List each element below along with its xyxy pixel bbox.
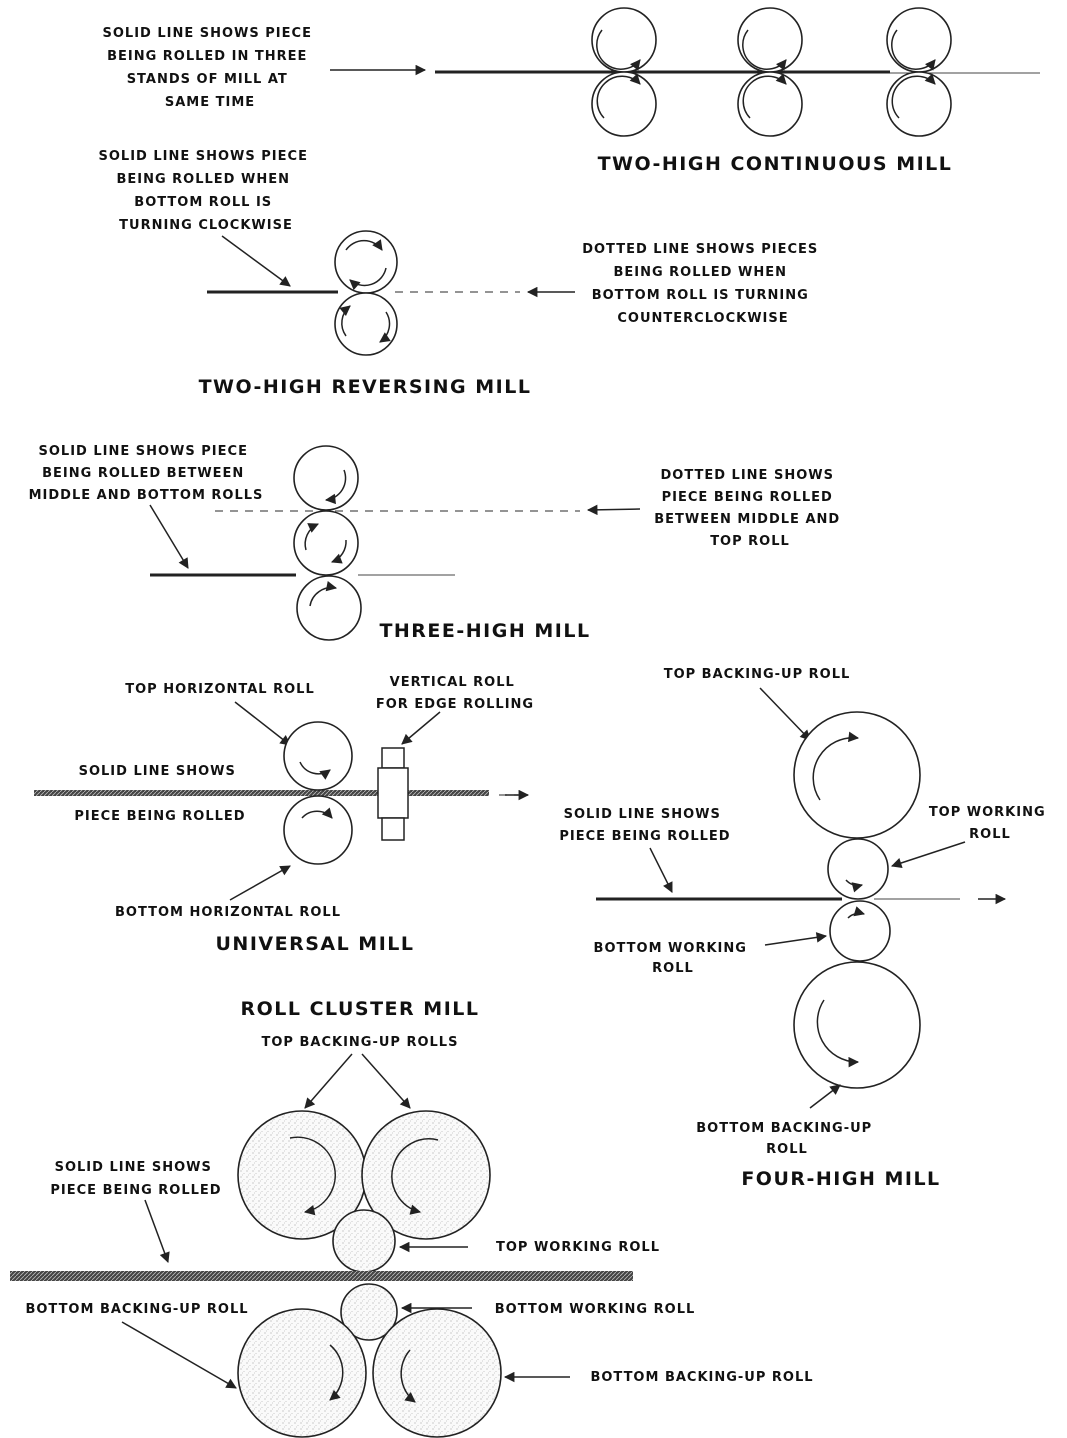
roll-cluster-mill: ROLL CLUSTER MILL TOP BACKING-UP ROLLS S… bbox=[10, 998, 813, 1438]
two-high-reversing-mill: SOLID LINE SHOWS PIECE BEING ROLLED WHEN… bbox=[99, 149, 824, 398]
three-high-mill: SOLID LINE SHOWS PIECE BEING ROLLED BETW… bbox=[29, 444, 845, 642]
top-roll bbox=[886, 7, 952, 73]
rotation-arrow-icon bbox=[345, 239, 383, 251]
reversing-solid-note: SOLID LINE SHOWS PIECE BEING ROLLED WHEN… bbox=[99, 149, 314, 233]
cluster-note: SOLID LINE SHOWS PIECE BEING ROLLED bbox=[50, 1160, 221, 1198]
four-high-top-backing-roll bbox=[793, 711, 921, 839]
rotation-arrow-icon bbox=[379, 311, 391, 343]
rotation-arrow-icon bbox=[845, 879, 864, 893]
reversing-solid-arrow bbox=[221, 235, 291, 287]
rotation-arrow-icon bbox=[596, 29, 641, 71]
bottom-roll bbox=[886, 71, 952, 137]
four-high-mill: TOP BACKING-UP ROLL TOP WORKING ROLL SOL… bbox=[559, 667, 1051, 1190]
cluster-top-backing-arrow-right bbox=[361, 1053, 411, 1109]
three-high-dotted-arrow bbox=[586, 504, 641, 516]
rotation-arrow-icon bbox=[324, 469, 347, 505]
reversing-bottom-roll bbox=[334, 292, 398, 356]
universal-bottom-roll-arrow bbox=[229, 865, 291, 901]
cluster-top-working-label: TOP WORKING ROLL bbox=[496, 1240, 660, 1255]
four-high-top-backing-arrow bbox=[759, 687, 811, 741]
four-high-top-working-label: TOP WORKING ROLL bbox=[929, 805, 1051, 842]
cluster-top-backing-arrow-left bbox=[304, 1053, 353, 1109]
three-high-bottom-roll bbox=[296, 575, 362, 641]
cluster-bottom-backing-roll-right bbox=[372, 1308, 502, 1438]
universal-vertical-roll bbox=[377, 747, 409, 841]
three-high-middle-roll bbox=[293, 510, 359, 576]
cluster-top-backing-label: TOP BACKING-UP ROLLS bbox=[262, 1035, 459, 1050]
cluster-piece bbox=[10, 1271, 633, 1281]
rotation-arrow-icon bbox=[309, 581, 338, 607]
rotation-arrow-icon bbox=[596, 73, 641, 119]
universal-note: SOLID LINE SHOWS PIECE BEING ROLLED bbox=[74, 764, 245, 824]
four-high-bottom-backing-arrow bbox=[809, 1084, 841, 1109]
cluster-bottom-backing-right-label: BOTTOM BACKING-UP ROLL bbox=[590, 1370, 813, 1385]
rotation-arrow-icon bbox=[299, 761, 331, 780]
four-high-bottom-backing-roll bbox=[793, 961, 921, 1089]
cluster-top-backing-roll-right bbox=[361, 1110, 491, 1240]
top-roll bbox=[737, 7, 803, 73]
rotation-arrow-icon bbox=[301, 807, 333, 819]
rotation-arrow-icon bbox=[391, 1138, 439, 1215]
three-high-solid-note: SOLID LINE SHOWS PIECE BEING ROLLED BETW… bbox=[29, 444, 264, 503]
rotation-arrow-icon bbox=[742, 29, 787, 71]
rotation-arrow-icon bbox=[349, 267, 387, 291]
bottom-roll bbox=[737, 71, 803, 137]
universal-bottom-horizontal-roll bbox=[283, 795, 353, 865]
universal-vertical-roll-arrow bbox=[401, 711, 441, 745]
continuous-stand-1 bbox=[591, 7, 657, 137]
universal-top-roll-arrow bbox=[234, 701, 291, 746]
universal-vertical-roll-label: VERTICAL ROLL FOR EDGE ROLLING bbox=[376, 675, 534, 712]
four-high-top-working-arrow bbox=[891, 841, 966, 869]
cluster-note-arrow bbox=[144, 1199, 170, 1263]
rotation-arrow-icon bbox=[847, 906, 866, 919]
rotation-arrow-icon bbox=[400, 1349, 416, 1403]
continuous-title: TWO-HIGH CONTINUOUS MILL bbox=[598, 153, 953, 175]
rotation-arrow-icon bbox=[304, 523, 319, 551]
rotation-arrow-icon bbox=[742, 73, 787, 119]
rotation-arrow-icon bbox=[339, 305, 351, 337]
universal-piece bbox=[34, 790, 489, 796]
three-high-title: THREE-HIGH MILL bbox=[379, 620, 590, 642]
bottom-roll bbox=[591, 71, 657, 137]
reversing-dotted-note: DOTTED LINE SHOWS PIECES BEING ROLLED WH… bbox=[582, 242, 824, 326]
four-high-bottom-backing-label: BOTTOM BACKING-UP ROLL bbox=[696, 1121, 878, 1157]
four-high-bottom-working-arrow bbox=[764, 932, 828, 946]
cluster-bottom-working-roll bbox=[340, 1283, 398, 1341]
three-high-solid-arrow bbox=[149, 504, 189, 569]
three-high-dotted-note: DOTTED LINE SHOWS PIECE BEING ROLLED BET… bbox=[654, 468, 845, 549]
rotation-arrow-icon bbox=[891, 29, 936, 71]
rotation-arrow-icon bbox=[329, 1344, 344, 1401]
four-high-title: FOUR-HIGH MILL bbox=[741, 1168, 940, 1190]
universal-top-horizontal-roll bbox=[283, 721, 353, 791]
two-high-continuous-mill: SOLID LINE SHOWS PIECE BEING ROLLED IN T… bbox=[103, 7, 1040, 175]
rotation-arrow-icon bbox=[289, 1136, 336, 1216]
top-roll bbox=[591, 7, 657, 73]
continuous-stand-2 bbox=[737, 7, 803, 137]
cluster-bottom-working-label: BOTTOM WORKING ROLL bbox=[495, 1302, 696, 1317]
four-high-top-working-roll bbox=[827, 838, 889, 900]
three-high-top-roll bbox=[293, 445, 359, 511]
four-high-bottom-working-label: BOTTOM WORKING ROLL bbox=[594, 941, 753, 976]
rotation-arrow-icon bbox=[891, 73, 936, 119]
rotation-arrow-icon bbox=[812, 731, 860, 801]
four-high-bottom-working-roll bbox=[829, 900, 891, 962]
four-high-top-backing-label: TOP BACKING-UP ROLL bbox=[664, 667, 851, 682]
rotation-arrow-icon bbox=[331, 539, 347, 564]
rotation-arrow-icon bbox=[816, 999, 860, 1068]
four-high-note-arrow bbox=[649, 847, 673, 893]
cluster-top-working-roll bbox=[332, 1209, 396, 1273]
cluster-bottom-backing-left-arrow bbox=[121, 1321, 237, 1389]
universal-top-roll-label: TOP HORIZONTAL ROLL bbox=[125, 682, 314, 697]
reversing-title: TWO-HIGH REVERSING MILL bbox=[199, 376, 532, 398]
cluster-bottom-backing-roll-left bbox=[237, 1308, 367, 1438]
cluster-title: ROLL CLUSTER MILL bbox=[241, 998, 480, 1020]
universal-title: UNIVERSAL MILL bbox=[215, 933, 414, 955]
universal-bottom-roll-label: BOTTOM HORIZONTAL ROLL bbox=[115, 905, 341, 920]
universal-mill: TOP HORIZONTAL ROLL VERTICAL ROLL FOR ED… bbox=[34, 675, 534, 955]
cluster-bottom-backing-left-label: BOTTOM BACKING-UP ROLL bbox=[25, 1302, 248, 1317]
continuous-note: SOLID LINE SHOWS PIECE BEING ROLLED IN T… bbox=[103, 26, 318, 110]
continuous-stand-3 bbox=[886, 7, 952, 137]
four-high-note: SOLID LINE SHOWS PIECE BEING ROLLED bbox=[559, 807, 730, 844]
